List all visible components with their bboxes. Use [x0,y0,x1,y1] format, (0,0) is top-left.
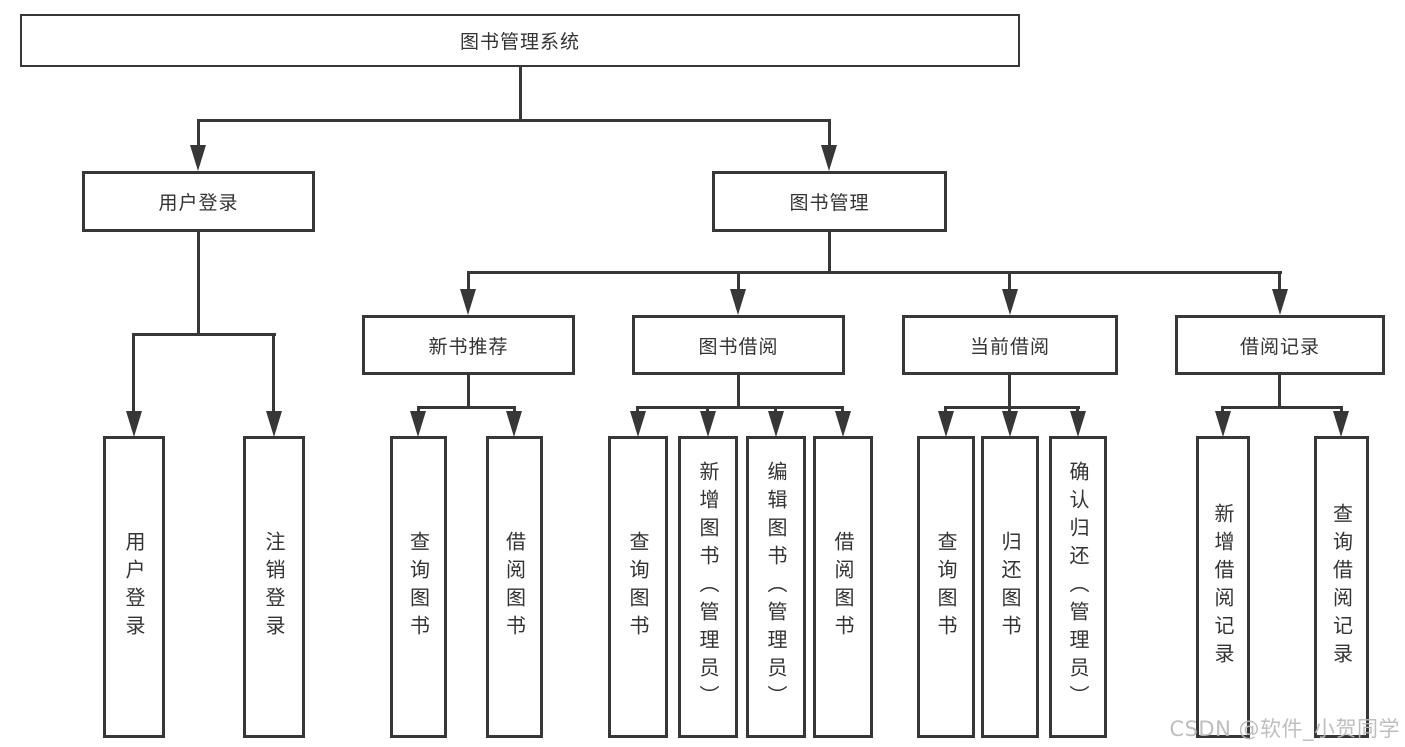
leaf-query-borrow-record: 查询借阅记录 [1314,436,1369,738]
node-book-management-label: 图书管理 [789,192,870,214]
connector-drop-book-borrow [737,271,740,293]
node-root: 图书管理系统 [20,14,1020,67]
node-book-borrow-label: 图书借阅 [698,335,779,358]
node-borrow-records-label: 借阅记录 [1239,335,1320,358]
arrowhead-leaf-logout-icon [266,411,282,437]
connector-drop-borrow-records [1278,271,1281,293]
node-new-book-recommend-label: 新书推荐 [428,335,509,358]
connector-root-bar [197,119,831,122]
watermark-text: CSDN @软件_小贺同学 [1169,717,1400,741]
leaf-newbook-borrow-label: 借阅图书 [502,531,527,643]
arrowhead-book-borrow-icon [730,289,746,315]
node-user-login: 用户登录 [82,171,315,232]
connector-drop-bb-edit [774,406,777,414]
connector-drop-cb-return [1008,406,1011,414]
connector-current-borrow-bar [944,406,1080,409]
connector-drop-newbook-borrow [513,406,516,414]
leaf-return-book: 归还图书 [981,436,1039,738]
leaf-newbook-borrow: 借阅图书 [486,436,543,738]
connector-drop-user-login [197,119,200,149]
connector-borrow-records-bar [1221,406,1343,409]
leaf-add-borrow-record: 新增借阅记录 [1196,436,1250,738]
connector-drop-newbook-query [417,406,420,414]
connector-book-management-trunk [828,232,831,274]
node-current-borrow-label: 当前借阅 [969,335,1050,358]
connector-book-borrow-bar [636,406,844,409]
connector-drop-br-add [1221,406,1224,414]
leaf-current-query: 查询图书 [917,436,975,738]
arrowhead-borrow-records-icon [1272,289,1288,315]
connector-root-trunk [519,67,522,120]
arrowhead-newbook-borrow-icon [506,411,522,437]
connector-drop-cb-query [944,406,947,414]
node-root-label: 图书管理系统 [459,31,580,53]
leaf-confirm-return: 确认归还（管理员） [1049,436,1107,738]
arrowhead-bb-borrow-icon [835,411,851,437]
arrowhead-current-borrow-icon [1002,289,1018,315]
connector-borrow-records-trunk [1278,375,1281,409]
leaf-borrow-book: 借阅图书 [813,436,873,738]
node-user-login-label: 用户登录 [158,192,239,214]
leaf-newbook-query-label: 查询图书 [406,531,431,643]
arrowhead-cb-return-icon [1002,411,1018,437]
connector-new-book-trunk [467,375,470,409]
connector-drop-br-query [1340,406,1343,414]
leaf-newbook-query: 查询图书 [390,436,447,738]
arrowhead-br-query-icon [1333,411,1349,437]
connector-book-management-bar [467,271,1282,274]
leaf-query-borrow-record-label: 查询借阅记录 [1329,503,1354,671]
connector-drop-bb-query [636,406,639,414]
node-book-borrow: 图书借阅 [632,315,845,375]
leaf-borrow-edit-book: 编辑图书（管理员） [746,436,806,738]
leaf-borrow-add-book-label: 新增图书（管理员） [696,461,720,713]
leaf-current-query-label: 查询图书 [934,531,958,643]
leaf-return-book-label: 归还图书 [998,531,1022,643]
connector-drop-bb-borrow [841,406,844,414]
leaf-borrow-query: 查询图书 [608,436,668,738]
node-borrow-records: 借阅记录 [1175,315,1385,375]
leaf-borrow-book-label: 借阅图书 [831,531,855,643]
connector-drop-leaf-logout [272,333,275,413]
connector-book-borrow-trunk [737,375,740,409]
arrowhead-newbook-query-icon [410,411,426,437]
leaf-borrow-add-book: 新增图书（管理员） [678,436,738,738]
connector-drop-current-borrow [1008,271,1011,293]
node-new-book-recommend: 新书推荐 [362,315,575,375]
arrowhead-user-login-icon [190,145,206,171]
connector-new-book-bar [417,406,516,409]
arrowhead-br-add-icon [1215,411,1231,437]
leaf-borrow-edit-book-label: 编辑图书（管理员） [764,461,788,713]
arrowhead-book-management-icon [821,145,837,171]
arrowhead-bb-add-icon [700,411,716,437]
node-current-borrow: 当前借阅 [902,315,1118,375]
connector-user-login-bar [132,333,276,336]
arrowhead-bb-query-icon [630,411,646,437]
connector-drop-book-management [828,119,831,149]
connector-drop-leaf-user-login [132,333,135,413]
arrowhead-bb-edit-icon [768,411,784,437]
leaf-add-borrow-record-label: 新增借阅记录 [1211,503,1235,671]
connector-user-login-trunk [197,232,200,336]
connector-drop-cb-confirm [1076,406,1079,414]
arrowhead-leaf-user-login-icon [126,411,142,437]
node-book-management: 图书管理 [712,171,947,232]
leaf-borrow-query-label: 查询图书 [626,531,650,643]
connector-current-borrow-trunk [1008,375,1011,409]
leaf-logout-label: 注销登录 [262,531,286,643]
leaf-logout: 注销登录 [243,436,305,738]
arrowhead-cb-query-icon [938,411,954,437]
leaf-user-login-label: 用户登录 [122,531,146,643]
arrowhead-cb-confirm-icon [1070,411,1086,437]
leaf-confirm-return-label: 确认归还（管理员） [1066,461,1090,713]
leaf-user-login: 用户登录 [103,436,165,738]
arrowhead-new-book-recommend-icon [460,289,476,315]
connector-drop-bb-add [706,406,709,414]
connector-drop-new-book-recommend [467,271,470,293]
